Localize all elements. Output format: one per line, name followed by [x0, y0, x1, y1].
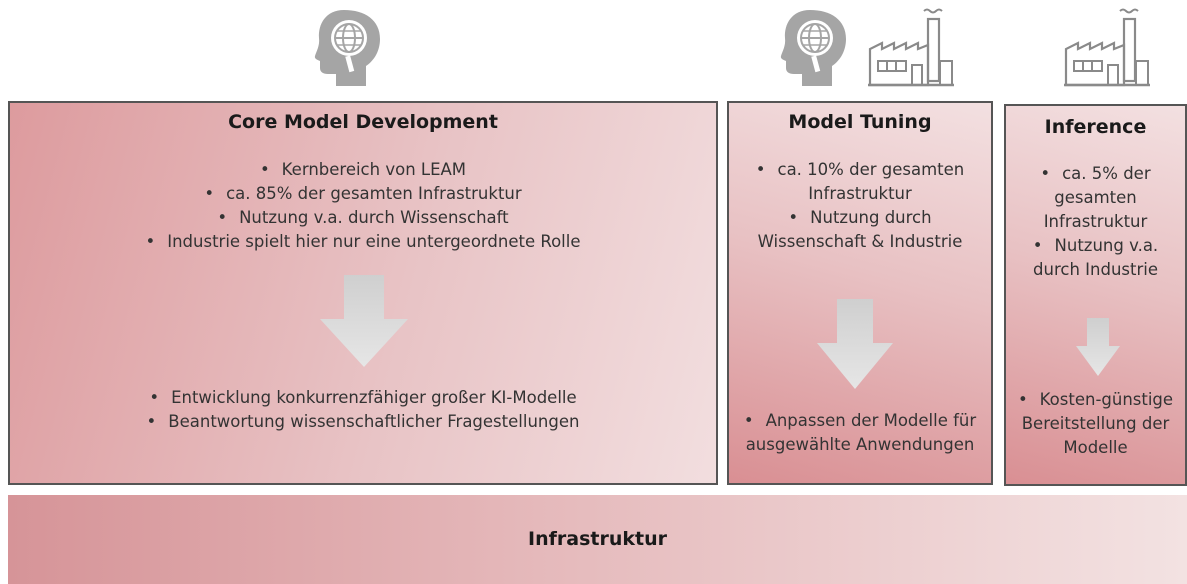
list-item: ca. 10% der gesamten Infrastruktur	[729, 158, 991, 206]
list-item: ca. 85% der gesamten Infrastruktur	[10, 182, 716, 206]
factory-icon	[866, 5, 958, 91]
down-arrow-icon	[320, 275, 408, 367]
core-title: Core Model Development	[228, 111, 498, 133]
list-item: Kernbereich von LEAM	[10, 158, 716, 182]
core-bullets-bottom: Entwicklung konkurrenzfähiger großer KI-…	[10, 386, 716, 434]
head-globe-magnifier-icon	[314, 8, 382, 88]
inference-bullets-top: ca. 5% der gesamten Infrastruktur Nutzun…	[1006, 162, 1185, 282]
list-item: Entwicklung konkurrenzfähiger großer KI-…	[10, 386, 716, 410]
head-globe-magnifier-icon	[780, 8, 848, 88]
infrastructure-bar: Infrastruktur	[8, 495, 1187, 584]
inference-title: Inference	[1044, 116, 1147, 138]
list-item: Industrie spielt hier nur eine untergeor…	[10, 230, 716, 254]
tuning-title: Model Tuning	[788, 111, 932, 133]
core-bullets-top: Kernbereich von LEAM ca. 85% der gesamte…	[10, 158, 716, 254]
inference-bullets-bottom: Kosten-günstige Bereitstellung der Model…	[1006, 388, 1185, 460]
list-item: Beantwortung wissenschaftlicher Frageste…	[10, 410, 716, 434]
inference-panel: Inference ca. 5% der gesamten Infrastruk…	[1004, 104, 1187, 486]
tuning-bullets-top: ca. 10% der gesamten Infrastruktur Nutzu…	[729, 158, 991, 254]
list-item: Kosten-günstige Bereitstellung der Model…	[1006, 388, 1185, 460]
list-item: Nutzung durch Wissenschaft & Industrie	[729, 206, 991, 254]
list-item: Nutzung v.a. durch Wissenschaft	[10, 206, 716, 230]
infrastructure-label: Infrastruktur	[528, 528, 667, 550]
down-arrow-icon	[1076, 318, 1120, 376]
tuning-bullets-bottom: Anpassen der Modelle für ausgewählte Anw…	[729, 409, 991, 457]
list-item: Anpassen der Modelle für ausgewählte Anw…	[729, 409, 991, 457]
list-item: Nutzung v.a. durch Industrie	[1006, 234, 1185, 282]
factory-icon	[1062, 5, 1154, 91]
down-arrow-icon	[817, 299, 893, 389]
model-tuning-panel: Model Tuning ca. 10% der gesamten Infras…	[727, 101, 993, 485]
core-model-development-panel: Core Model Development Kernbereich von L…	[8, 101, 718, 485]
list-item: ca. 5% der gesamten Infrastruktur	[1006, 162, 1185, 234]
